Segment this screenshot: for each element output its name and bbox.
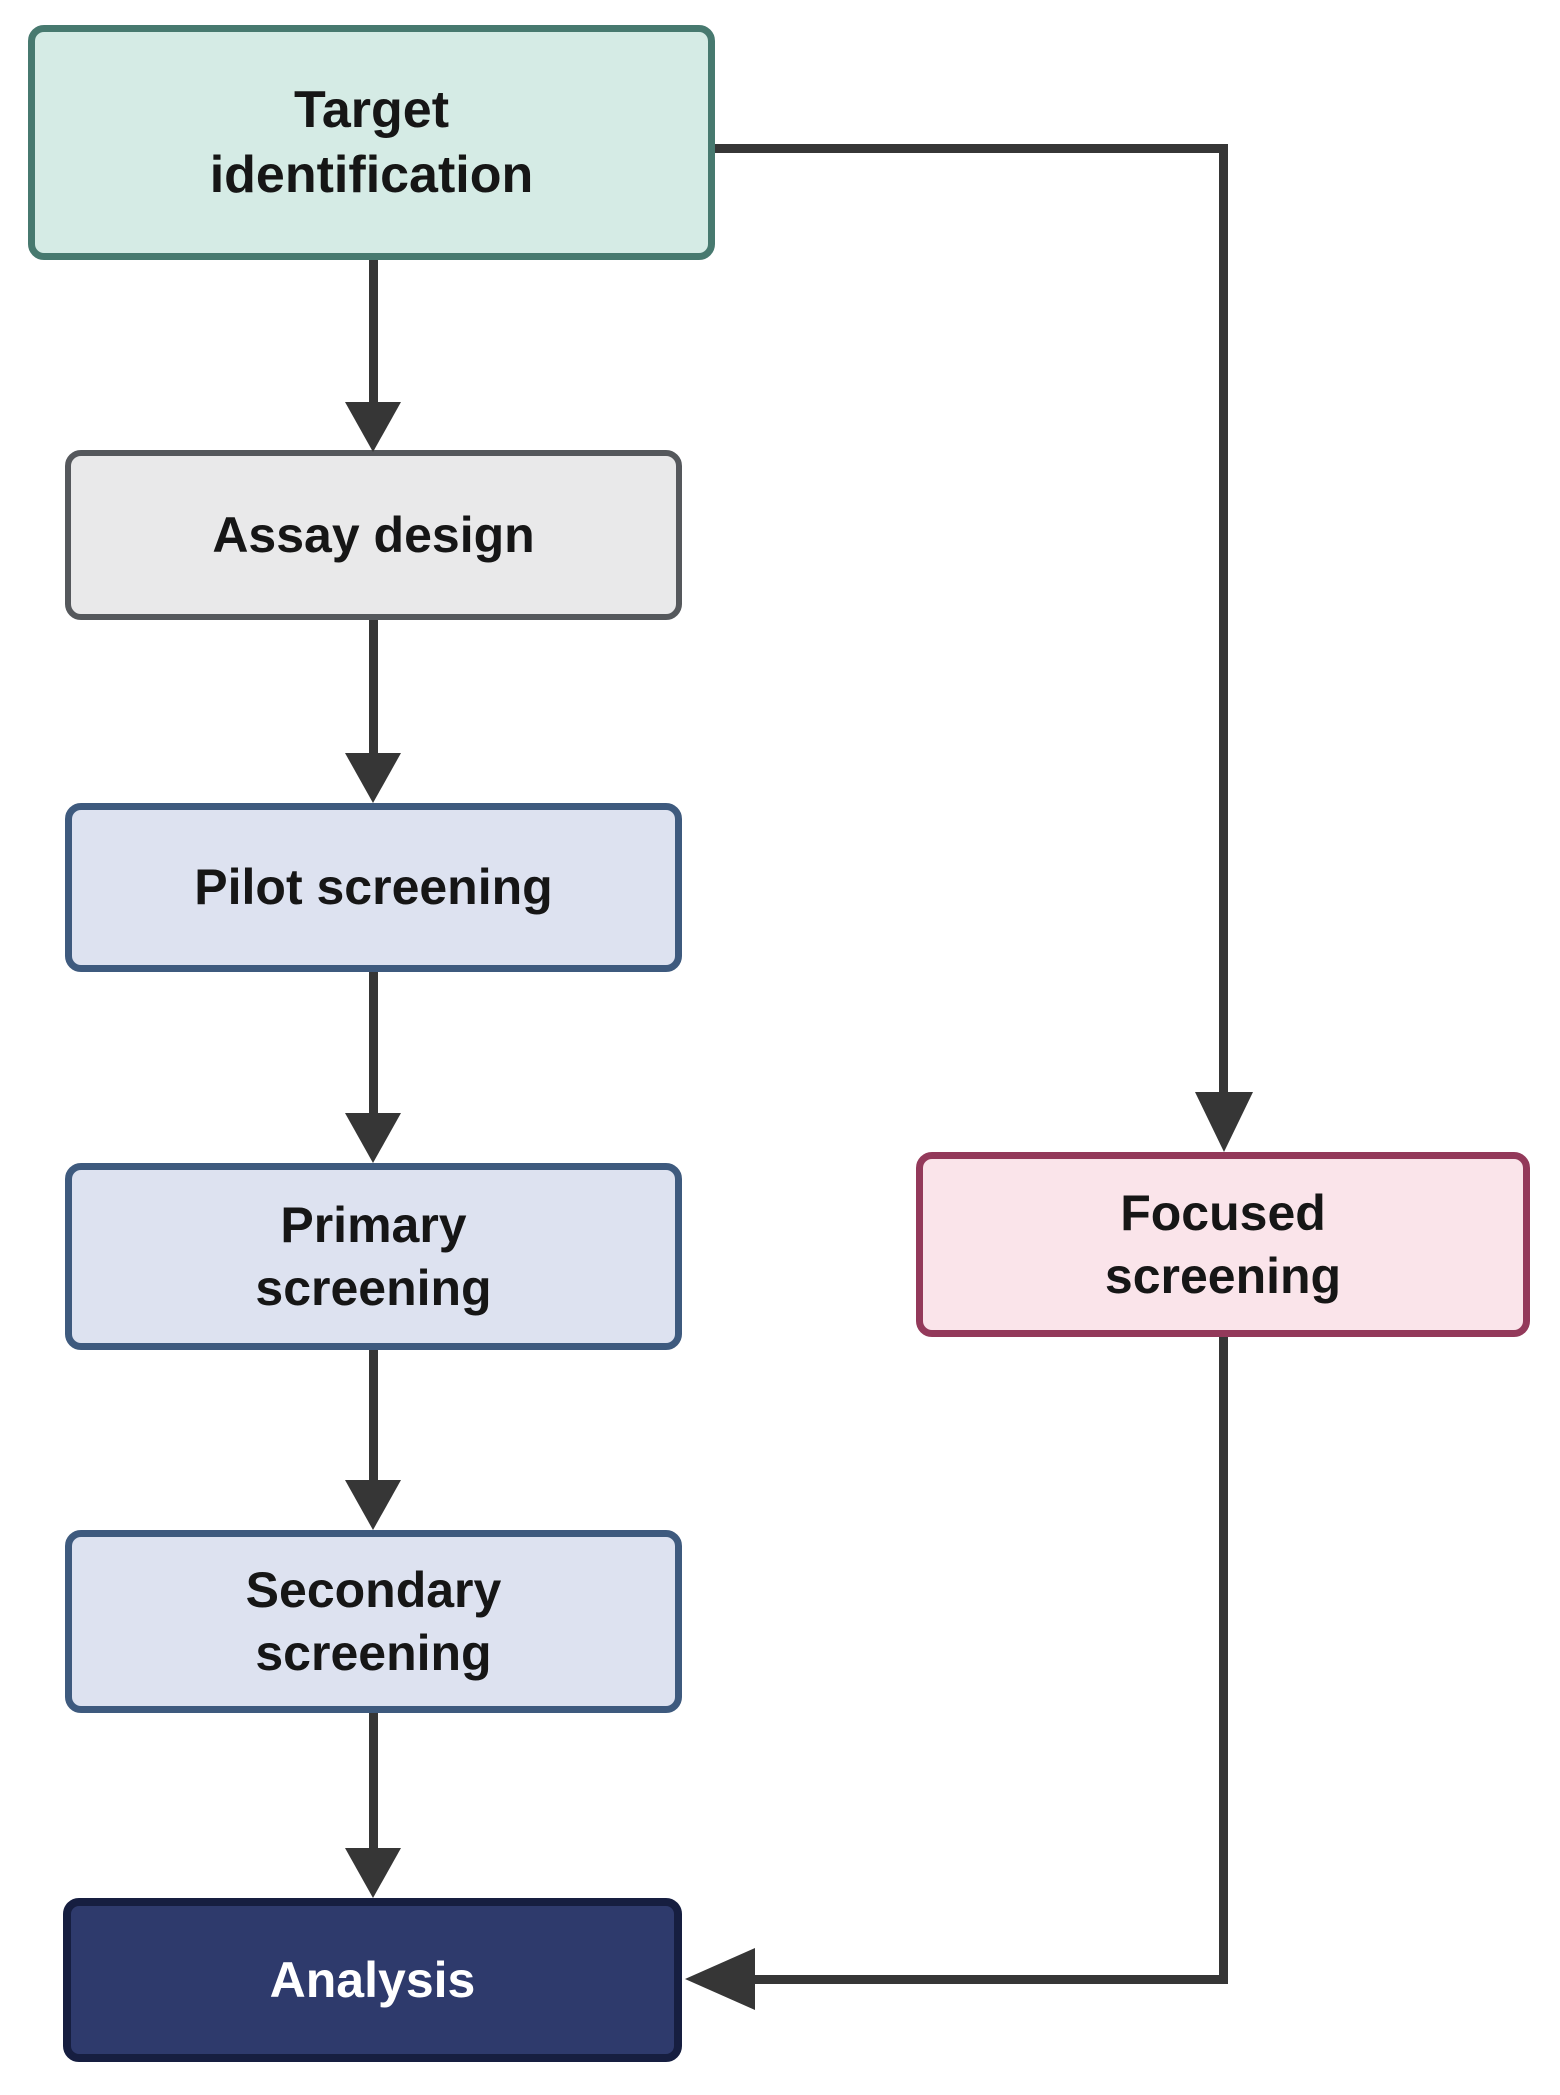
arrowhead-into-primary-icon [345,1113,401,1163]
edge-secondary-to-analysis-line [369,1713,378,1850]
edge-focused-to-analysis-hline [753,1975,1228,1984]
arrowhead-into-secondary-icon [345,1480,401,1530]
edge-assay-to-pilot-line [369,620,378,755]
arrowhead-into-assay-icon [345,402,401,452]
node-pilot-screening: Pilot screening [65,803,682,972]
arrowhead-into-analysis-top-icon [345,1848,401,1898]
edge-primary-to-secondary-line [369,1350,378,1482]
edge-focused-to-analysis-vline [1219,1337,1228,1984]
edge-target-to-focused-vline [1219,144,1228,1094]
edge-target-to-focused-hline [715,144,1228,153]
arrowhead-into-focused-icon [1195,1092,1253,1152]
arrowhead-into-pilot-icon [345,753,401,803]
node-label: Analysis [269,1951,476,2008]
node-label: Pilot screening [194,859,553,916]
edge-pilot-to-primary-line [369,972,378,1115]
edge-target-to-assay-line [369,260,378,406]
arrowhead-into-analysis-side-icon [685,1948,755,2010]
node-label: Assay design [212,506,535,563]
node-assay-design: Assay design [65,450,682,620]
node-analysis: Analysis [63,1898,682,2062]
